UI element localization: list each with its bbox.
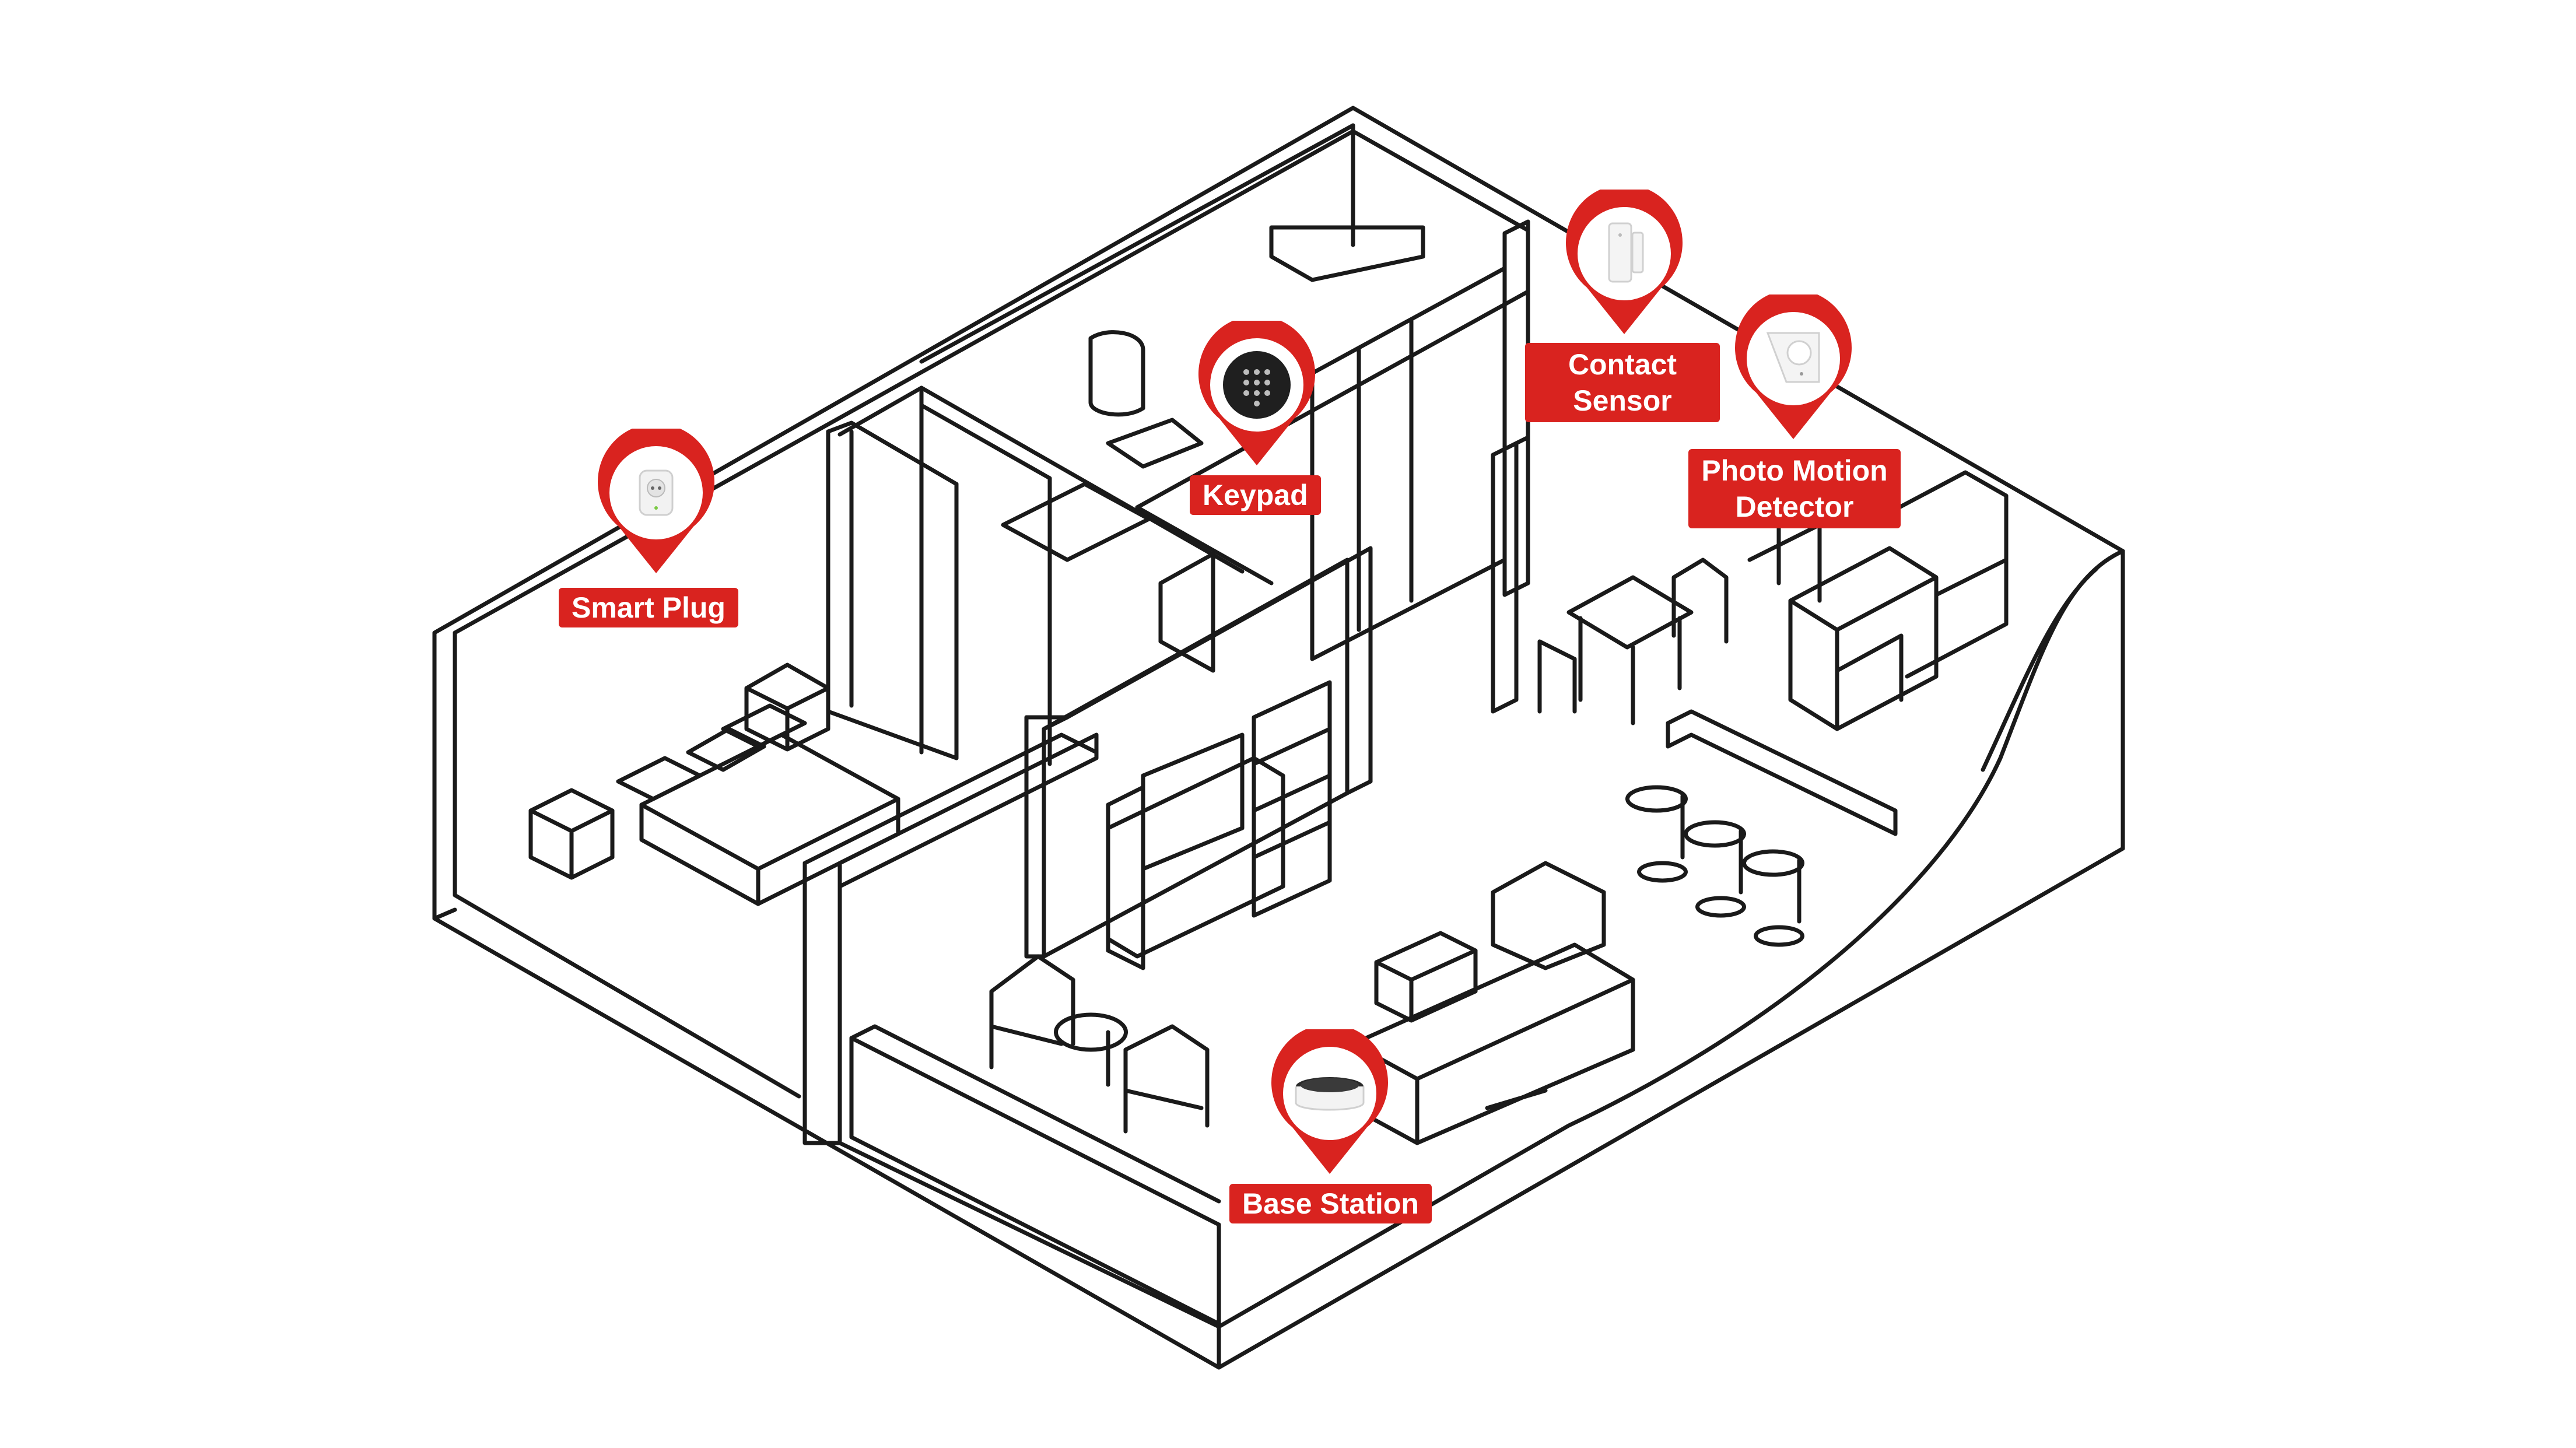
bedroom	[528, 420, 1099, 1145]
bathroom	[837, 123, 1530, 766]
contact-sensor-label-line-1: Contact	[1568, 348, 1677, 381]
photo-motion-detector-label[interactable]: Photo Motion Detector	[1688, 449, 1901, 528]
map-pin-icon	[1198, 321, 1315, 465]
contact-sensor-label[interactable]: Contact Sensor	[1525, 343, 1720, 422]
outer-walls	[432, 106, 2125, 1370]
map-pin-icon	[598, 429, 714, 573]
base-station-label[interactable]: Base Station	[1229, 1184, 1432, 1223]
map-pin-icon	[1566, 190, 1683, 334]
keypad-icon	[1223, 351, 1291, 419]
base-station-marker[interactable]	[1266, 1029, 1394, 1181]
contact-sensor-marker[interactable]	[1560, 190, 1688, 341]
photo-motion-detector-label-line-2: Detector	[1735, 490, 1854, 523]
smart-plug-label[interactable]: Smart Plug	[559, 588, 738, 627]
smart-plug-marker[interactable]	[592, 429, 720, 580]
photo-motion-detector-marker[interactable]	[1729, 294, 1857, 446]
base-station-icon	[1295, 1077, 1365, 1111]
map-pin-icon	[1735, 294, 1852, 439]
map-pin-icon	[1271, 1029, 1388, 1174]
contact-sensor-label-line-2: Sensor	[1573, 384, 1672, 417]
motion-detector-icon	[1766, 332, 1820, 383]
contact-sensor-icon	[1608, 222, 1644, 283]
closets	[1024, 266, 1507, 959]
living-room	[849, 680, 1635, 1326]
photo-motion-detector-label-line-1: Photo Motion	[1701, 454, 1888, 487]
keypad-marker[interactable]	[1193, 321, 1321, 472]
kitchen	[1491, 435, 2009, 947]
smart-plug-icon	[639, 469, 674, 516]
keypad-label[interactable]: Keypad	[1190, 475, 1321, 515]
